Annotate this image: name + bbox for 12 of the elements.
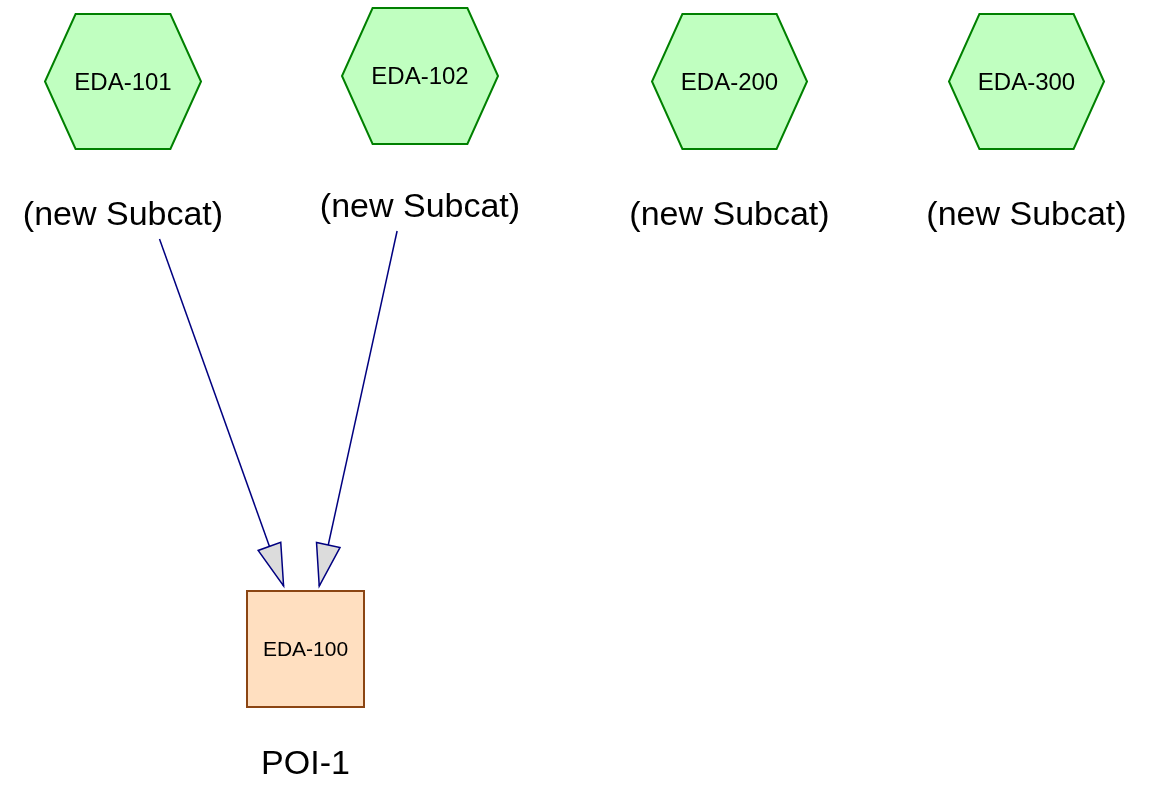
node-label: EDA-200 bbox=[680, 66, 779, 97]
node-caption: (new Subcat) bbox=[926, 194, 1127, 232]
node-caption: (new Subcat) bbox=[319, 186, 521, 224]
node-caption: (new Subcat) bbox=[629, 194, 830, 232]
node-label: EDA-300 bbox=[977, 66, 1076, 97]
node-caption: POI-1 bbox=[261, 743, 350, 781]
node-label: EDA-101 bbox=[74, 66, 172, 97]
node-label: EDA-102 bbox=[371, 61, 469, 91]
arrow bbox=[158, 238, 285, 587]
arrow bbox=[315, 230, 398, 587]
node-caption: (new Subcat) bbox=[22, 194, 224, 232]
node-label: EDA-100 bbox=[262, 636, 349, 663]
